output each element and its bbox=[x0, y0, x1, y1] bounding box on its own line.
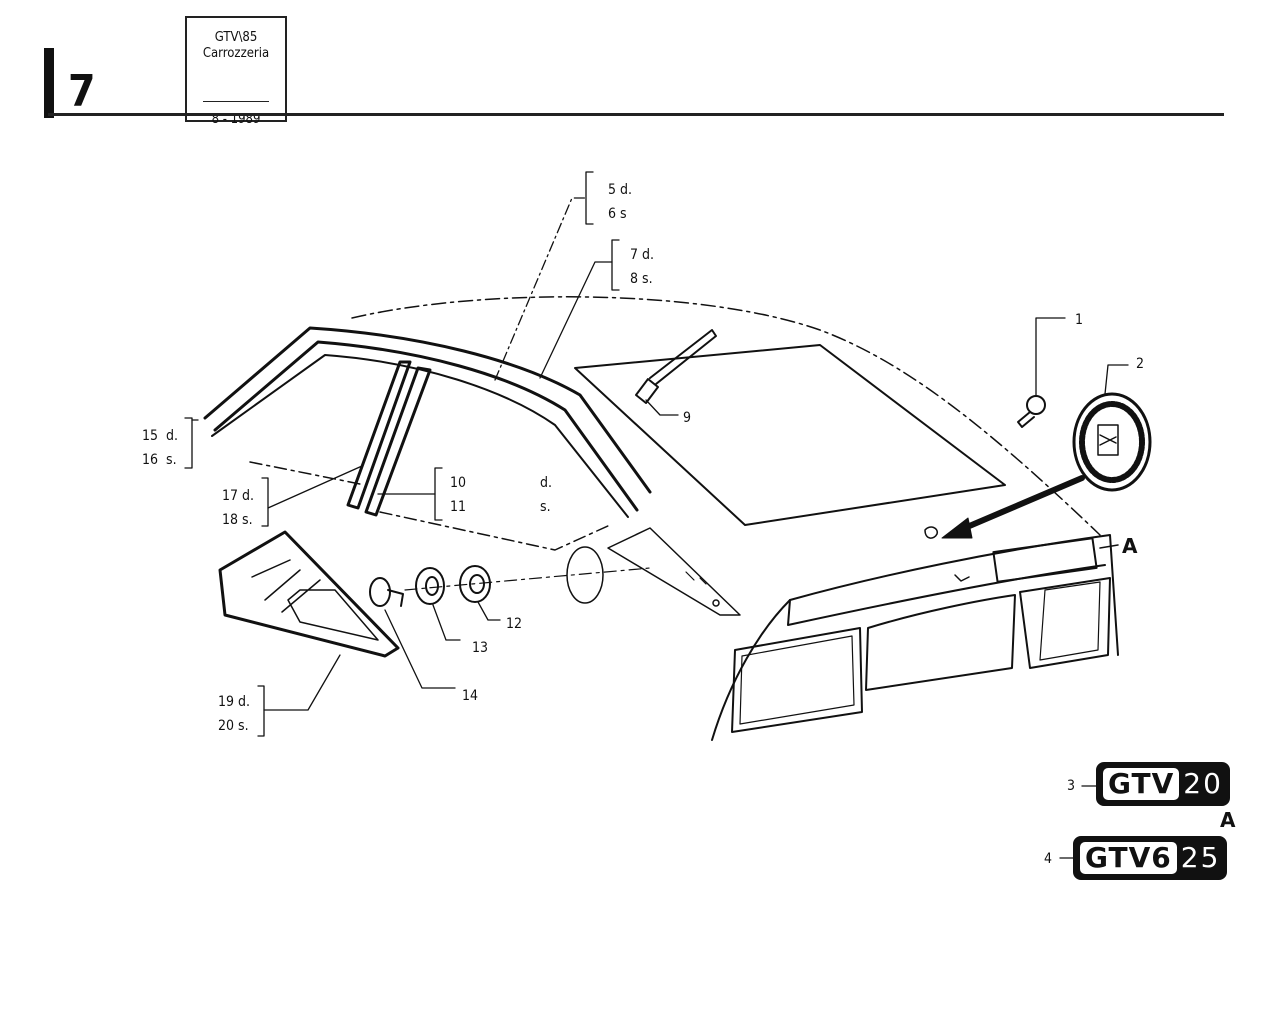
roof-outline bbox=[351, 296, 1101, 536]
emblem-2 bbox=[1072, 392, 1152, 492]
tail-light-center bbox=[865, 594, 1016, 691]
quarter-window bbox=[218, 530, 400, 658]
title-group: Carrozzeria bbox=[202, 46, 270, 61]
callout-10-11-side: d. s. bbox=[540, 475, 552, 515]
tail-light-left bbox=[731, 627, 863, 733]
callout-5-6: 5 d. 6 s bbox=[608, 182, 633, 222]
callout-10-11: 10 11 bbox=[450, 475, 467, 515]
clip-14 bbox=[369, 577, 404, 607]
rear-window bbox=[574, 344, 1006, 526]
title-model: GTV\85 bbox=[214, 30, 258, 45]
badge-gtv20-number: 20 bbox=[1183, 767, 1223, 800]
arrow-head bbox=[941, 517, 973, 539]
callout-19-20: 19 d. 20 s. bbox=[218, 694, 251, 734]
pillar-seal-strip bbox=[346, 360, 432, 517]
marker-a-badges: A bbox=[1220, 808, 1236, 832]
callout-7-8: 7 d. 8 s. bbox=[630, 247, 655, 287]
header-rule bbox=[48, 113, 1224, 116]
assembly-axis bbox=[404, 567, 651, 591]
badge-gtv625-number: 25 bbox=[1180, 841, 1221, 874]
side-window-outline bbox=[249, 461, 611, 551]
callout-12: 12 bbox=[506, 616, 523, 632]
badge-gtv625: GTV6 25 bbox=[1073, 836, 1228, 880]
quarter-panel bbox=[607, 527, 741, 616]
callout-14: 14 bbox=[462, 688, 479, 704]
screw-1 bbox=[1017, 395, 1046, 428]
rear-body bbox=[789, 534, 1119, 656]
callout-9: 9 bbox=[683, 410, 692, 426]
badge-gtv20: GTV 20 bbox=[1096, 762, 1230, 806]
badge-gtv625-model: GTV6 bbox=[1080, 842, 1177, 874]
section-bar bbox=[44, 48, 54, 118]
plate-recess bbox=[992, 537, 1098, 583]
grommet-13 bbox=[415, 567, 445, 605]
callout-15-16: 15 d. 16 s. bbox=[142, 428, 179, 468]
callout-13: 13 bbox=[472, 640, 489, 656]
title-divider bbox=[203, 101, 269, 102]
callout-1: 1 bbox=[1075, 312, 1084, 328]
stud-9 bbox=[635, 329, 717, 404]
section-number: 7 bbox=[68, 66, 96, 117]
marker-a-car: A bbox=[1122, 534, 1138, 558]
callout-17-18: 17 d. 18 s. bbox=[222, 488, 255, 528]
callout-2: 2 bbox=[1136, 356, 1145, 372]
roof-seal-strip bbox=[203, 326, 652, 518]
callout-4: 4 bbox=[1044, 851, 1053, 867]
tail-light-right bbox=[1019, 577, 1111, 669]
leader-lines bbox=[184, 171, 1129, 859]
arrow-shaft bbox=[957, 475, 1085, 533]
callout-3: 3 bbox=[1067, 778, 1076, 794]
nut-12 bbox=[459, 565, 491, 603]
fuel-flap bbox=[566, 546, 604, 604]
badge-gtv20-model: GTV bbox=[1103, 768, 1180, 800]
